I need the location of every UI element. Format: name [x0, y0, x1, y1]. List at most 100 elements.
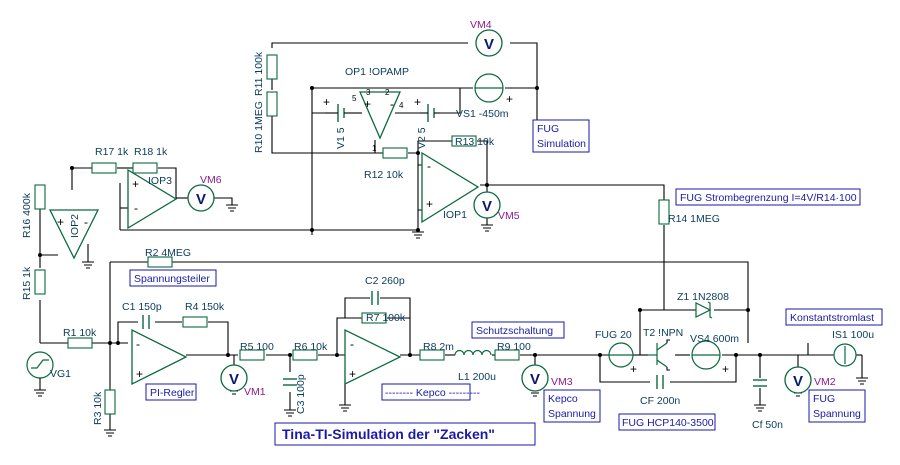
- note-spannungsteiler: Spannungsteiler: [134, 273, 210, 285]
- label-cf: CF 200n: [640, 395, 680, 407]
- resistor-r3: [104, 389, 116, 415]
- label-vm5: VM5: [498, 210, 520, 222]
- diagram-title: Tina-TI-Simulation der "Zacken": [282, 426, 495, 442]
- voltmeter-vm2: V: [784, 366, 812, 394]
- label-vg1: VG1: [50, 368, 71, 380]
- resistor-r15: [34, 269, 46, 295]
- svg-text:2: 2: [385, 88, 390, 97]
- label-op1: OP1 !OPAMP: [345, 66, 409, 78]
- label-vm2: VM2: [814, 376, 836, 388]
- resistor-r17: [91, 162, 117, 174]
- label-v1: V1 5: [335, 127, 347, 149]
- note-fug-strombegrenzung: FUG Strombegrenzung I=4V/R14·100: [680, 192, 857, 204]
- voltage-source-vs4: [691, 340, 721, 370]
- label-c1: C1 150p: [122, 301, 162, 313]
- note-boxes: FUG Simulation FUG Strombegrenzung I=4V/…: [129, 119, 883, 446]
- label-r15: R15 1k: [21, 266, 33, 300]
- svg-text:-: -: [136, 337, 140, 351]
- opamp-pi-regler: [131, 328, 188, 386]
- signal-generator-vg1: [26, 351, 54, 390]
- voltmeter-vm1: V: [220, 355, 248, 392]
- label-iop2: IOP2: [69, 214, 81, 238]
- label-r4: R4 150k: [185, 301, 225, 313]
- svg-text:V: V: [793, 373, 803, 390]
- note-fug-hcp: FUG HCP140-3500: [622, 417, 714, 429]
- label-cf5: Cf 50n: [752, 419, 783, 431]
- label-r14: R14 1MEG: [668, 213, 720, 225]
- svg-text:-: -: [84, 215, 88, 229]
- svg-text:V: V: [530, 371, 540, 388]
- voltage-source-fug20: [608, 342, 634, 368]
- current-source-is1: [833, 343, 857, 367]
- capacitor-c1: [142, 315, 150, 329]
- label-vm1: VM1: [244, 386, 266, 398]
- svg-text:V: V: [229, 371, 239, 388]
- meter-labels: VM4 VM6 VM5 VM1 VM3 VM2: [200, 19, 836, 398]
- note-fug-spannung-line2: Spannung: [813, 408, 861, 420]
- resistor-r9: [494, 349, 520, 361]
- voltmeter-vm5: V: [473, 185, 501, 225]
- label-r8: R8 2m: [423, 341, 454, 353]
- capacitor-cf5: [753, 379, 767, 387]
- capacitor-cf: [656, 375, 664, 389]
- component-labels: R11 100k R10 1MEG R16 400k R15 1k R3 10k…: [21, 51, 874, 431]
- svg-text:3: 3: [366, 88, 371, 97]
- label-r5: R5 100: [240, 341, 274, 353]
- resistor-r10: [266, 91, 278, 117]
- label-r3: R3 10k: [92, 391, 104, 425]
- svg-text:4: 4: [399, 101, 404, 110]
- label-r10: R10 1MEG: [253, 101, 265, 153]
- resistor-r5: [239, 349, 265, 361]
- opamp-iop3: [127, 168, 178, 230]
- battery-v1: [325, 104, 348, 122]
- label-z1: Z1 1N2808: [677, 291, 729, 303]
- svg-text:+: +: [349, 367, 356, 381]
- junctions: [38, 86, 762, 357]
- note-konstantstromlast: Konstantstromlast: [790, 312, 874, 324]
- label-r13: R13 10k: [455, 136, 495, 148]
- label-vm3: VM3: [551, 376, 573, 388]
- resistor-r8: [419, 349, 445, 361]
- svg-text:+: +: [132, 177, 139, 191]
- note-fug-simulation-line2: Simulation: [537, 138, 586, 150]
- label-r6: R6 10k: [294, 341, 328, 353]
- label-r11: R11 100k: [253, 51, 265, 96]
- opamp-iop1: [421, 151, 480, 224]
- inductor-l1: [454, 349, 492, 356]
- label-r1: R1 10k: [63, 327, 97, 339]
- note-fug-spannung-line1: FUG: [813, 393, 835, 405]
- label-is1: IS1 100u: [832, 329, 874, 341]
- resistors: [34, 54, 670, 415]
- svg-text:+: +: [323, 95, 330, 109]
- resistor-r4: [182, 316, 208, 328]
- note-fug-simulation-line1: FUG: [537, 123, 559, 135]
- svg-text:1: 1: [372, 144, 377, 153]
- label-t2: T2 !NPN: [643, 327, 683, 339]
- label-r7: R7 100k: [366, 312, 406, 324]
- capacitors: [142, 291, 767, 389]
- label-v2: V2 5: [416, 127, 428, 149]
- label-r2: R2 4MEG: [145, 247, 191, 259]
- resistor-r2: [147, 256, 173, 268]
- label-r9: R9 100: [497, 341, 531, 353]
- label-r16: R16 400k: [21, 192, 33, 238]
- resistor-r1: [67, 337, 93, 349]
- svg-text:+: +: [364, 97, 371, 111]
- voltmeter-vm4: V: [475, 29, 503, 57]
- svg-text:+: +: [630, 362, 637, 376]
- label-iop3: IOP3: [148, 175, 172, 187]
- transistor-t2: [648, 339, 670, 371]
- svg-text:-: -: [390, 97, 394, 111]
- label-vm6: VM6: [200, 174, 222, 186]
- note-kepco: -------- Kepco ---------: [385, 387, 481, 399]
- resistor-r13: [451, 135, 477, 147]
- wires: [39, 42, 863, 430]
- opamp-iop2: [48, 209, 100, 260]
- label-l1: L1 200u: [458, 371, 496, 383]
- label-c3: C3 100p: [295, 374, 307, 414]
- voltmeter-vm3: V: [521, 364, 549, 392]
- svg-text:+: +: [722, 362, 729, 376]
- resistor-r6: [292, 349, 318, 361]
- svg-text:+: +: [506, 92, 513, 106]
- battery-v2: [420, 104, 440, 122]
